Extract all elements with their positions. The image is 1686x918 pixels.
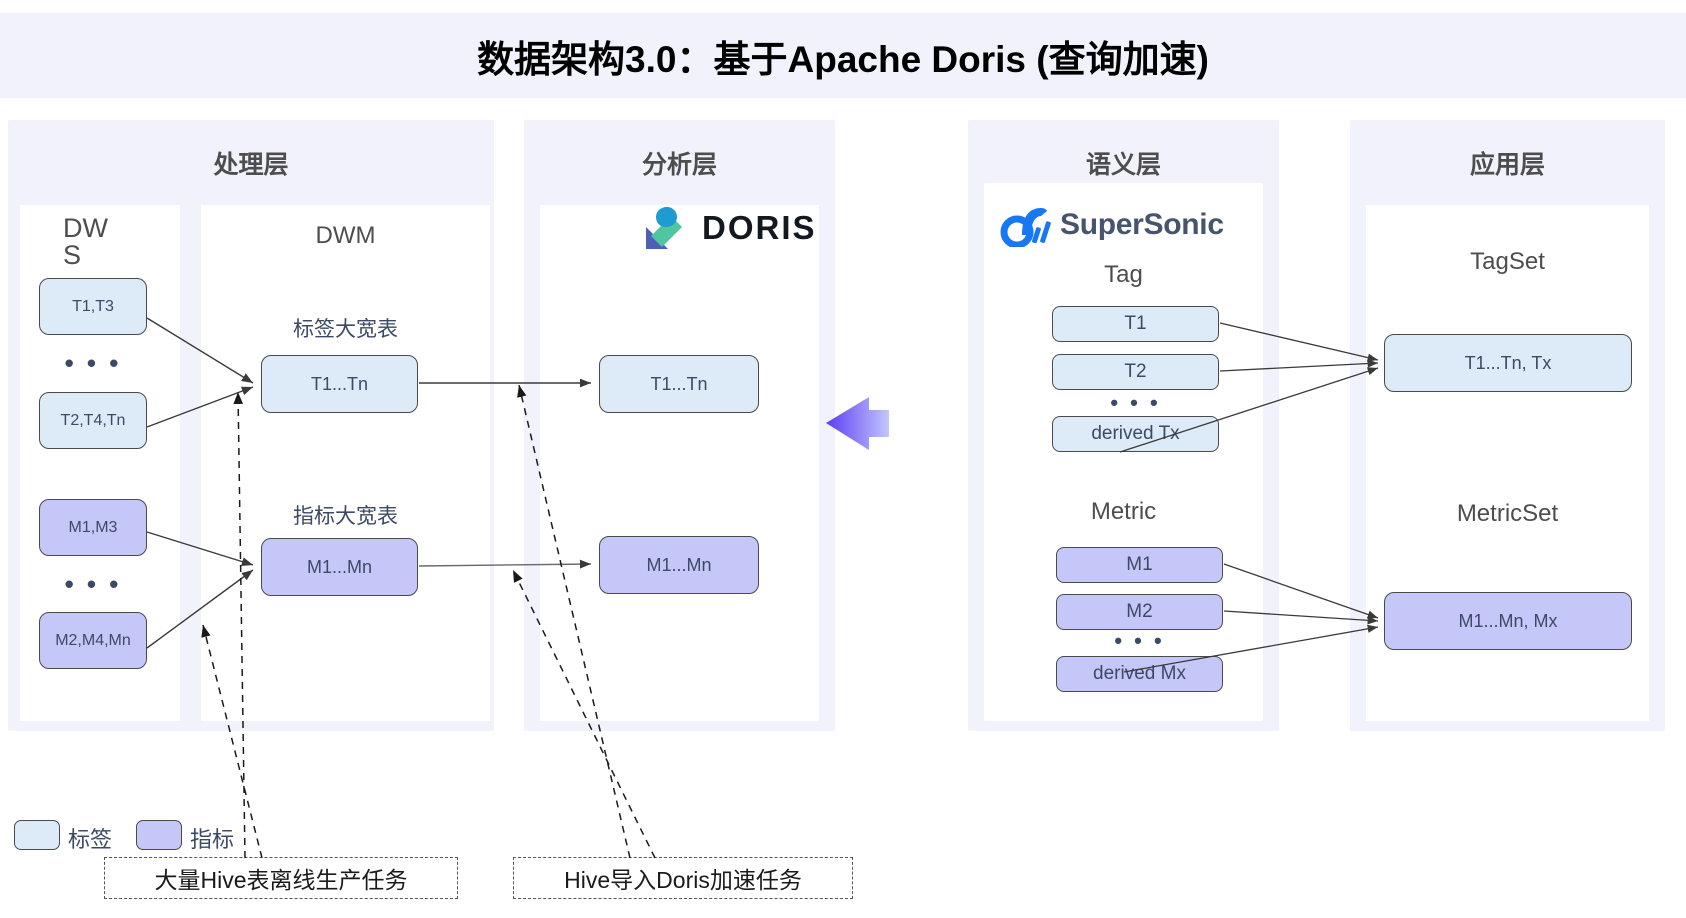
heading-tag-wide-table: 标签大宽表 xyxy=(293,318,398,341)
node-label: T1 xyxy=(1124,313,1147,334)
node-label: T1,T3 xyxy=(72,297,114,315)
callout-text: 大量Hive表离线生产任务 xyxy=(154,867,408,893)
node-label: M2 xyxy=(1126,601,1153,622)
card-dws-title-line1: DW xyxy=(63,213,108,243)
ellipsis-dws-metrics: • • • xyxy=(64,569,122,599)
node-label: T2 xyxy=(1124,361,1147,382)
legend-label-tag: 标签 xyxy=(68,827,113,852)
node-label: M1...Mn xyxy=(646,554,712,575)
node-label: T1...Tn, Tx xyxy=(1464,352,1552,373)
title-band xyxy=(0,13,1686,98)
card-dws-title-line2: S xyxy=(63,240,82,270)
node-label: M1...Mn xyxy=(306,556,372,577)
node-label: derived Mx xyxy=(1093,663,1186,684)
heading-tagset: TagSet xyxy=(1470,248,1545,275)
node-analysis-tag[interactable]: T1...Tn xyxy=(599,355,759,413)
heading-metric: Metric xyxy=(1090,498,1157,525)
node-semantic-derived-tx[interactable]: derived Tx xyxy=(1052,416,1219,452)
heading-metricset: MetricSet xyxy=(1456,500,1559,527)
node-dws-m2m4mn[interactable]: M2,M4,Mn xyxy=(39,612,147,669)
node-label: M1 xyxy=(1126,554,1153,575)
page-title: 数据架构3.0：基于Apache Doris (查询加速) xyxy=(477,38,1209,80)
layer-title-semantic: 语义层 xyxy=(1085,151,1161,179)
ellipsis-semantic-metrics: • • • xyxy=(1114,628,1165,653)
node-app-tagset[interactable]: T1...Tn, Tx xyxy=(1384,334,1632,392)
node-label: M1,M3 xyxy=(68,518,118,536)
node-dws-m1m3[interactable]: M1,M3 xyxy=(39,499,147,556)
card-dwm-title: DWM xyxy=(315,222,376,249)
node-label: T2,T4,Tn xyxy=(60,411,126,429)
heading-metric-wide-table: 指标大宽表 xyxy=(293,505,398,528)
legend-swatch-metric xyxy=(136,820,182,850)
node-label: T1...Tn xyxy=(310,373,368,394)
node-semantic-m2[interactable]: M2 xyxy=(1056,594,1223,630)
node-label: T1...Tn xyxy=(650,373,708,394)
legend-label-metric: 指标 xyxy=(190,827,235,852)
ellipsis-semantic-tags: • • • xyxy=(1110,390,1161,415)
doris-logo xyxy=(638,203,688,253)
doris-wordmark: DORIS xyxy=(702,209,817,246)
layer-title-analysis: 分析层 xyxy=(641,151,717,179)
supersonic-wordmark: SuperSonic xyxy=(1060,208,1224,241)
node-dws-t2t4tn[interactable]: T2,T4,Tn xyxy=(39,392,147,449)
node-semantic-t2[interactable]: T2 xyxy=(1052,354,1219,390)
node-semantic-t1[interactable]: T1 xyxy=(1052,306,1219,342)
node-analysis-metric[interactable]: M1...Mn xyxy=(599,536,759,594)
card-dwm xyxy=(201,205,490,721)
node-dws-t1t3[interactable]: T1,T3 xyxy=(39,278,147,335)
callout-hive-offline: 大量Hive表离线生产任务 xyxy=(104,857,458,899)
node-label: M2,M4,Mn xyxy=(55,631,131,649)
card-dws-title: DW S xyxy=(63,215,123,269)
card-analysis xyxy=(540,205,819,721)
heading-tag: Tag xyxy=(1104,261,1143,288)
layer-title-processing: 处理层 xyxy=(213,151,289,179)
node-app-metricset[interactable]: M1...Mn, Mx xyxy=(1384,592,1632,650)
legend-swatch-tag xyxy=(14,820,60,850)
node-label: derived Tx xyxy=(1091,423,1180,444)
supersonic-logo xyxy=(1000,203,1054,249)
node-dwm-metric-wide[interactable]: M1...Mn xyxy=(261,538,418,596)
node-semantic-m1[interactable]: M1 xyxy=(1056,547,1223,583)
doris-logo-row: DORIS xyxy=(638,203,817,253)
layer-title-application: 应用层 xyxy=(1469,151,1545,179)
purple-left-arrow xyxy=(826,397,889,450)
node-semantic-derived-mx[interactable]: derived Mx xyxy=(1056,656,1223,692)
node-label: M1...Mn, Mx xyxy=(1458,610,1558,631)
callout-hive-to-doris: Hive导入Doris加速任务 xyxy=(513,857,853,899)
ellipsis-dws-tags: • • • xyxy=(64,348,122,378)
node-dwm-tag-wide[interactable]: T1...Tn xyxy=(261,355,418,413)
callout-text: Hive导入Doris加速任务 xyxy=(564,867,802,893)
supersonic-logo-row: SuperSonic xyxy=(1000,203,1224,249)
